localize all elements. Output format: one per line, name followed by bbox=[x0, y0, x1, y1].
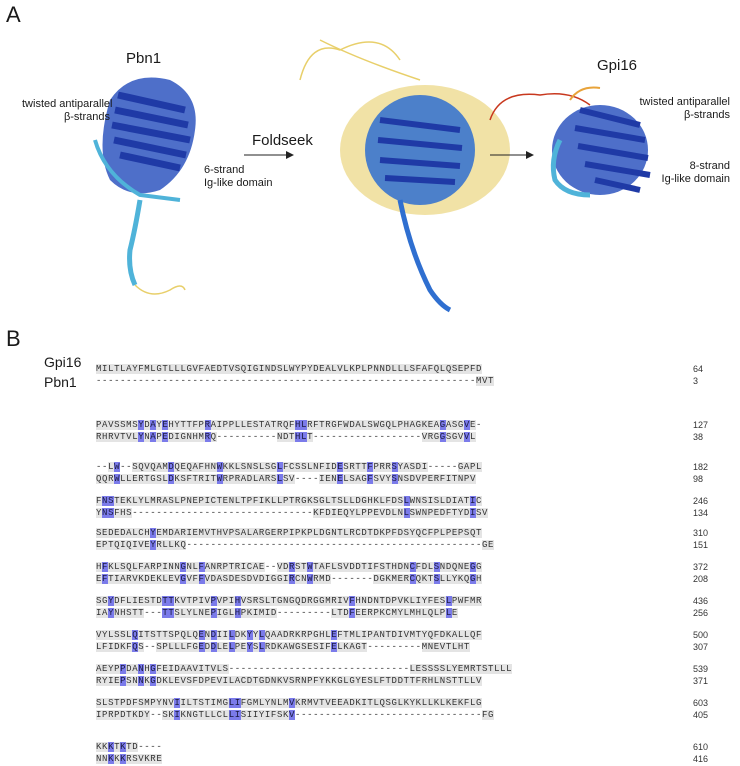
alignment-seq-bot: NNKKKRSVKRE bbox=[96, 754, 162, 764]
alignment-seq-bot: QQRWLLERTGSLDKSFTRITWRPRADLARSLSV----IEN… bbox=[96, 474, 476, 484]
alignment-seq-top: SEDEDALCHYEMDARIEMVTHVPSALARGERPIPKPLDGN… bbox=[96, 528, 482, 538]
pbn1-row-name: Pbn1 bbox=[44, 374, 77, 390]
alignment-num-top: 127 bbox=[693, 420, 708, 430]
alignment-seq-top: FNSTEKLYLMRASLPNEPICTENLTPFIKLLPTRGKSGLT… bbox=[96, 496, 482, 506]
alignment-seq-bot: LFIDKFQS--SPLLLFGEDDLELPEYSLRDKAWGSESIFE… bbox=[96, 642, 470, 652]
alignment-seq-top: HFKLSQLFARPINNGNLFANRPTRICAE--VDRSTWTAFL… bbox=[96, 562, 482, 572]
pbn1-domain-label: 6-strand Ig-like domain bbox=[182, 164, 294, 190]
panel-b-letter: B bbox=[6, 326, 21, 352]
alignment-num-top: 182 bbox=[693, 462, 708, 472]
alignment-seq-top: KKKTKTD---- bbox=[96, 742, 162, 752]
alignment-seq-bot: IPRPDTKDY--SKIKNGTLLCLLISIIYIFSKV-------… bbox=[96, 710, 494, 720]
alignment-num-top: 436 bbox=[693, 596, 708, 606]
gpi16-row-name: Gpi16 bbox=[44, 354, 81, 370]
alignment-num-top: 500 bbox=[693, 630, 708, 640]
alignment-seq-bot: EPTQIQIVEYRLLKQ-------------------------… bbox=[96, 540, 494, 550]
alignment-seq-top: SLSTPDFSMPYNVIILTSTIMGLIFGMLYNLMVKRMVTVE… bbox=[96, 698, 482, 708]
gpi16-strands-label: twisted antiparallel β-strands bbox=[620, 96, 730, 122]
gpi16-domain-label: 8-strand Ig-like domain bbox=[620, 160, 730, 186]
alignment-num-top: 610 bbox=[693, 742, 708, 752]
alignment-seq-bot: YNSFHS------------------------------KFDI… bbox=[96, 508, 488, 518]
alignment-num-top: 246 bbox=[693, 496, 708, 506]
alignment-num-bot: 307 bbox=[693, 642, 708, 652]
alignment-num-bot: 151 bbox=[693, 540, 708, 550]
alignment-seq-bot: EFTIARVKDEKLEVGVFFVDASDESDVDIGGIRCNWRMD-… bbox=[96, 574, 482, 584]
alignment-num-top: 372 bbox=[693, 562, 708, 572]
alignment-num-bot: 134 bbox=[693, 508, 708, 518]
alignment-num-bot: 3 bbox=[693, 376, 698, 386]
alignment-num-bot: 256 bbox=[693, 608, 708, 618]
alignment-seq-top: VYLSSLQITSTTSPQLQENDIILDKYYLQAADRKRPGHLE… bbox=[96, 630, 482, 640]
alignment-seq-bot: ----------------------------------------… bbox=[96, 376, 494, 386]
gpi16-title: Gpi16 bbox=[597, 57, 637, 74]
alignment-num-top: 310 bbox=[693, 528, 708, 538]
alignment-seq-top: --LW--SQVQAMDQEQAFHNWKKLSNSLSGLFCSSLNFID… bbox=[96, 462, 482, 472]
alignment-seq-top: PAVSSMSYDAYEHYTTFPRAIPPLLESTATRQFHLRFTRG… bbox=[96, 420, 482, 430]
alignment-seq-bot: IAYNHSTT---TTSLYLNEPIGLHPKIMID---------L… bbox=[96, 608, 458, 618]
alignment-seq-bot: RHRVTVLYNAPEDIGNHMRQ----------NDTHLT----… bbox=[96, 432, 476, 442]
alignment-num-bot: 208 bbox=[693, 574, 708, 584]
alignment-num-bot: 416 bbox=[693, 754, 708, 764]
superposition-structure bbox=[300, 40, 510, 310]
alignment-num-bot: 98 bbox=[693, 474, 703, 484]
alignment-seq-top: MILTLAYFMLGTLLLGVFAEDTVSQIGINDSLWYPYDEAL… bbox=[96, 364, 482, 374]
alignment-num-bot: 371 bbox=[693, 676, 708, 686]
pbn1-title: Pbn1 bbox=[126, 50, 161, 67]
alignment-seq-top: AEYPPDANHGFEIDAAVITVLS------------------… bbox=[96, 664, 512, 674]
alignment-num-bot: 38 bbox=[693, 432, 703, 442]
alignment-seq-bot: RYIEPSNNKGDKLEVSFDPEVILACDTGDNKVSRNPFYKK… bbox=[96, 676, 482, 686]
alignment-num-bot: 405 bbox=[693, 710, 708, 720]
alignment-seq-top: SGYDFLIESTDTTKVTPIVPVPIHVSRSLTGNGQDRGGMR… bbox=[96, 596, 482, 606]
alignment-num-top: 539 bbox=[693, 664, 708, 674]
alignment-num-top: 603 bbox=[693, 698, 708, 708]
foldseek-label: Foldseek bbox=[252, 132, 313, 149]
pbn1-strands-label: twisted antiparallel β-strands bbox=[22, 98, 110, 124]
alignment-num-top: 64 bbox=[693, 364, 703, 374]
